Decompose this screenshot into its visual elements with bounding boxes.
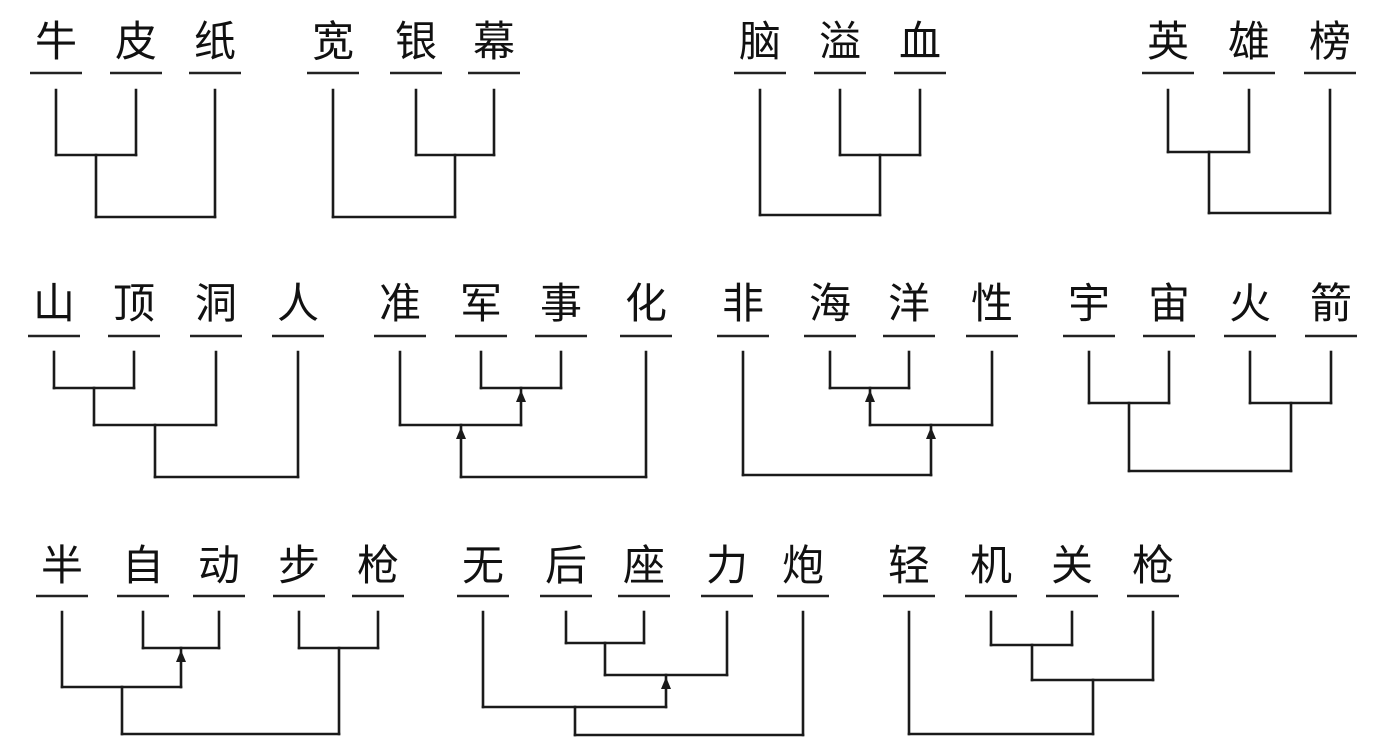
term-char: 洞 (195, 279, 237, 328)
term-char: 动 (198, 541, 240, 590)
term-yuzhouhuojian: 宇宙火箭 (1063, 279, 1357, 473)
term-char: 无 (462, 541, 504, 590)
term-char: 性 (971, 279, 1013, 328)
term-char: 炮 (782, 541, 824, 590)
term-char: 血 (899, 17, 941, 66)
term-char: 机 (970, 541, 1012, 590)
term-char: 人 (277, 279, 319, 328)
term-zhunjunshihua: 准军事化 (374, 279, 672, 479)
term-char: 银 (395, 17, 437, 66)
term-char: 脑 (739, 17, 781, 66)
term-char: 步 (278, 541, 320, 590)
term-char: 宇 (1068, 279, 1110, 328)
term-wuhouzuolipao: 无后座力炮 (457, 541, 829, 737)
term-char: 榜 (1309, 17, 1351, 66)
term-char: 顶 (113, 279, 155, 328)
arrow-marker (516, 390, 526, 402)
term-char: 山 (33, 279, 75, 328)
term-shandingdongren: 山顶洞人 (28, 279, 324, 479)
arrow-marker (865, 390, 875, 402)
term-char: 宙 (1148, 279, 1190, 328)
term-char: 力 (706, 541, 748, 590)
term-char: 洋 (888, 279, 930, 328)
term-char: 半 (41, 541, 83, 590)
term-char: 事 (540, 279, 582, 328)
term-feihaiyangxing: 非海洋性 (717, 279, 1018, 477)
arrow-marker (661, 677, 671, 689)
term-kuanyinmu: 宽银幕 (307, 17, 520, 219)
term-char: 后 (545, 541, 587, 590)
term-naoyixue: 脑溢血 (734, 17, 946, 217)
term-char: 座 (623, 541, 665, 590)
term-char: 关 (1051, 541, 1093, 590)
term-char: 自 (122, 541, 164, 590)
term-char: 枪 (1132, 541, 1174, 590)
term-char: 纸 (194, 17, 236, 66)
term-char: 非 (722, 279, 764, 328)
term-char: 雄 (1228, 17, 1270, 66)
term-char: 宽 (312, 17, 354, 66)
term-char: 准 (379, 279, 421, 328)
term-char: 化 (625, 279, 667, 328)
term-char: 牛 (35, 17, 77, 66)
term-qingjiguanqiang: 轻机关枪 (883, 541, 1179, 736)
arrow-marker (926, 427, 936, 439)
term-char: 幕 (473, 17, 515, 66)
term-char: 英 (1147, 17, 1189, 66)
term-yingxiongbang: 英雄榜 (1142, 17, 1356, 215)
term-char: 箭 (1310, 279, 1352, 328)
term-char: 枪 (357, 541, 399, 590)
term-char: 皮 (115, 17, 157, 66)
term-char: 火 (1229, 279, 1271, 328)
term-niupizhi: 牛皮纸 (30, 17, 241, 219)
term-char: 轻 (888, 541, 930, 590)
term-char: 海 (809, 279, 851, 328)
term-banzidongbuqiang: 半自动步枪 (36, 541, 404, 736)
term-char: 军 (460, 279, 502, 328)
arrow-marker (456, 427, 466, 439)
term-char: 溢 (819, 17, 861, 66)
arrow-marker (176, 650, 186, 662)
